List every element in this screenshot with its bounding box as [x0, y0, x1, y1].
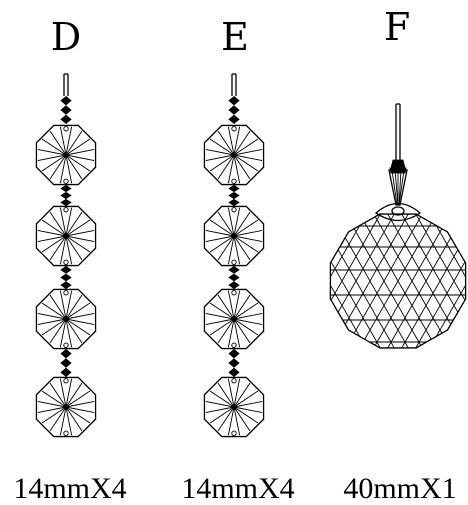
- bead-connector: [228, 184, 240, 207]
- facet-lines: [205, 290, 263, 348]
- pendant-hanger: [395, 103, 401, 160]
- bottom-hole: [63, 430, 69, 436]
- bead: [60, 114, 72, 125]
- octagon-outline: [35, 376, 97, 438]
- octagon-strand-d: [35, 73, 97, 438]
- facet-lines: [205, 378, 263, 436]
- octagon-crystal: [35, 205, 97, 267]
- bead-connector: [60, 95, 72, 125]
- bead: [228, 348, 240, 359]
- octagon-outline: [203, 376, 265, 438]
- octagon-crystal: [35, 376, 97, 438]
- bottom-hole: [231, 259, 237, 265]
- octagon-outline: [203, 205, 265, 267]
- octagon-outline: [35, 288, 97, 350]
- bead: [60, 367, 72, 378]
- octagon-crystal: [203, 376, 265, 438]
- bottom-hole: [63, 259, 69, 265]
- facet-lines: [37, 207, 95, 265]
- crystal-ball: [329, 213, 467, 349]
- bottom-hole: [231, 178, 237, 184]
- facet-lines: [37, 126, 95, 184]
- letter-e: E: [221, 15, 249, 59]
- pendant-top-cap: [374, 202, 422, 222]
- bottom-hole: [63, 342, 69, 348]
- bottom-hole: [231, 342, 237, 348]
- bead-connector: [60, 184, 72, 207]
- bead: [228, 114, 240, 125]
- facet-lines: [205, 126, 263, 184]
- top-hole: [231, 290, 237, 296]
- octagon-strand-e: [203, 73, 265, 438]
- bead: [60, 281, 72, 290]
- bottom-hole: [63, 178, 69, 184]
- bead: [228, 95, 240, 106]
- top-pin: [231, 73, 237, 96]
- letter-d: D: [51, 15, 81, 59]
- bead: [60, 198, 72, 207]
- bead-connector: [228, 265, 240, 290]
- bead-connector: [228, 95, 240, 125]
- bottom-hole: [231, 430, 237, 436]
- top-hole: [63, 378, 69, 384]
- top-pin: [63, 73, 69, 96]
- bead: [228, 198, 240, 207]
- ball-facets: [330, 214, 466, 348]
- size-label-d: 14mmX4: [13, 472, 126, 505]
- pendant-fan-connector: [388, 167, 408, 206]
- top-hole: [63, 126, 69, 132]
- top-hole: [63, 290, 69, 296]
- bead: [60, 95, 72, 106]
- bead: [228, 184, 240, 193]
- size-label-f: 40mmX1: [343, 472, 456, 505]
- bead-connector: [60, 348, 72, 378]
- size-label-e: 14mmX4: [181, 472, 294, 505]
- pendant-cap: [390, 159, 406, 169]
- facet-lines: [205, 207, 263, 265]
- bead: [228, 265, 240, 274]
- facet-lines: [37, 290, 95, 348]
- bead: [60, 348, 72, 359]
- octagon-outline: [35, 124, 97, 186]
- bead-connector: [60, 265, 72, 290]
- octagon-outline: [203, 288, 265, 350]
- octagon-crystal: [203, 288, 265, 350]
- top-hole: [63, 207, 69, 213]
- octagon-crystal: [203, 124, 265, 186]
- facet-lines: [37, 378, 95, 436]
- octagon-outline: [35, 205, 97, 267]
- octagon-crystal: [35, 288, 97, 350]
- ball-pendant-f: [329, 103, 467, 349]
- bead: [60, 184, 72, 193]
- octagon-crystal: [203, 205, 265, 267]
- top-hole: [231, 207, 237, 213]
- top-hole: [231, 378, 237, 384]
- bead-connector: [228, 348, 240, 378]
- octagon-crystal: [35, 124, 97, 186]
- pendant-hole: [391, 206, 405, 216]
- octagon-outline: [203, 124, 265, 186]
- letter-f: F: [384, 5, 410, 49]
- top-hole: [231, 126, 237, 132]
- bead: [228, 281, 240, 290]
- bead: [60, 265, 72, 274]
- bead: [228, 367, 240, 378]
